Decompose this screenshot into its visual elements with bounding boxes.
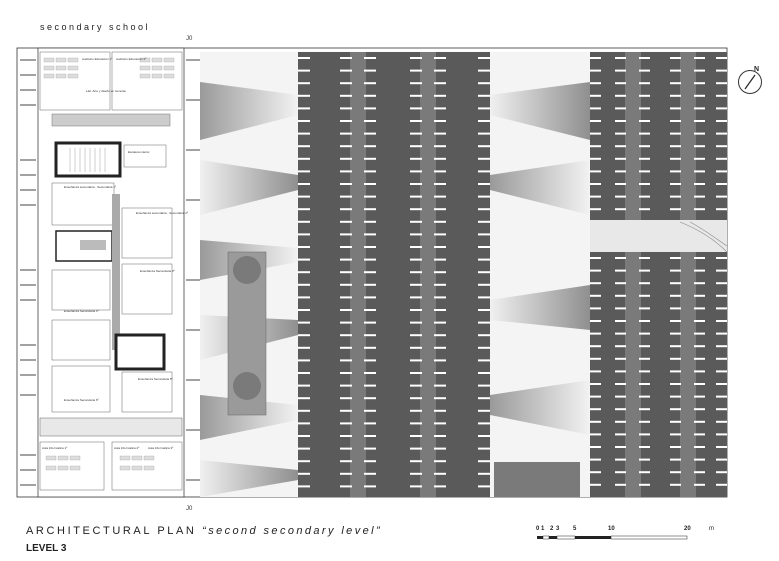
scale-tick-20: 20 (684, 526, 691, 532)
scale-tick-2: 2 (550, 526, 554, 532)
room-label-bottom-b: Aula Informática 2º (114, 446, 140, 450)
ramps-zone (200, 52, 298, 497)
ramps-zone-2 (490, 52, 590, 497)
drawing-header-label: secondary school (40, 22, 151, 32)
axis-mark-bottom: J0 (186, 506, 193, 512)
plan-title-sub: “second secondary level” (202, 525, 383, 537)
scale-tick-3: 3 (556, 526, 560, 532)
room-label-lab: Lab. Arte y diseño en ciencias (86, 89, 126, 93)
scale-unit: m (709, 526, 714, 532)
room-label-teaching-f: Enseñanza Secundaria 6º (64, 398, 100, 402)
room-label-teaching-c: Enseñanza Secundaria 3º (140, 269, 176, 273)
room-label-teaching-b: Enseñanza secundaria - Secundaria 2º (136, 211, 189, 215)
axis-mark-top: J0 (186, 36, 193, 42)
scale-tick-1: 1 (541, 526, 545, 532)
scale-bar (537, 535, 688, 540)
dark-parking-slab-2 (590, 52, 728, 497)
north-label: N (754, 66, 760, 73)
plan-title-main: ARCHITECTURAL PLAN (26, 525, 197, 537)
room-label-top-a: Auditorio Educación 1º (82, 57, 113, 61)
room-label-bottom-a: Aula Informática 1º (42, 446, 68, 450)
level-label: LEVEL 3 (26, 543, 67, 554)
scale-tick-10: 10 (608, 526, 615, 532)
room-label-bottom-c: Aula Informática 3º (148, 446, 174, 450)
room-label-stair: Escalera interior (128, 150, 150, 154)
north-arrow-icon (738, 70, 762, 94)
school-floorplan: Auditorio Educación 1º Auditorio Educaci… (20, 47, 200, 498)
dark-parking-slab-1 (298, 52, 490, 497)
room-label-teaching-a: Enseñanza secundaria - Secundaria 1º (64, 185, 117, 189)
scale-tick-5: 5 (573, 526, 577, 532)
room-label-top-b: Auditorio Educación 2º (116, 57, 147, 61)
room-label-teaching-e: Enseñanza Secundaria 5º (138, 377, 174, 381)
scale-tick-0: 0 (536, 526, 540, 532)
room-label-teaching-d: Enseñanza Secundaria 4º (64, 309, 100, 313)
plan-title: ARCHITECTURAL PLAN “second secondary lev… (26, 525, 382, 537)
